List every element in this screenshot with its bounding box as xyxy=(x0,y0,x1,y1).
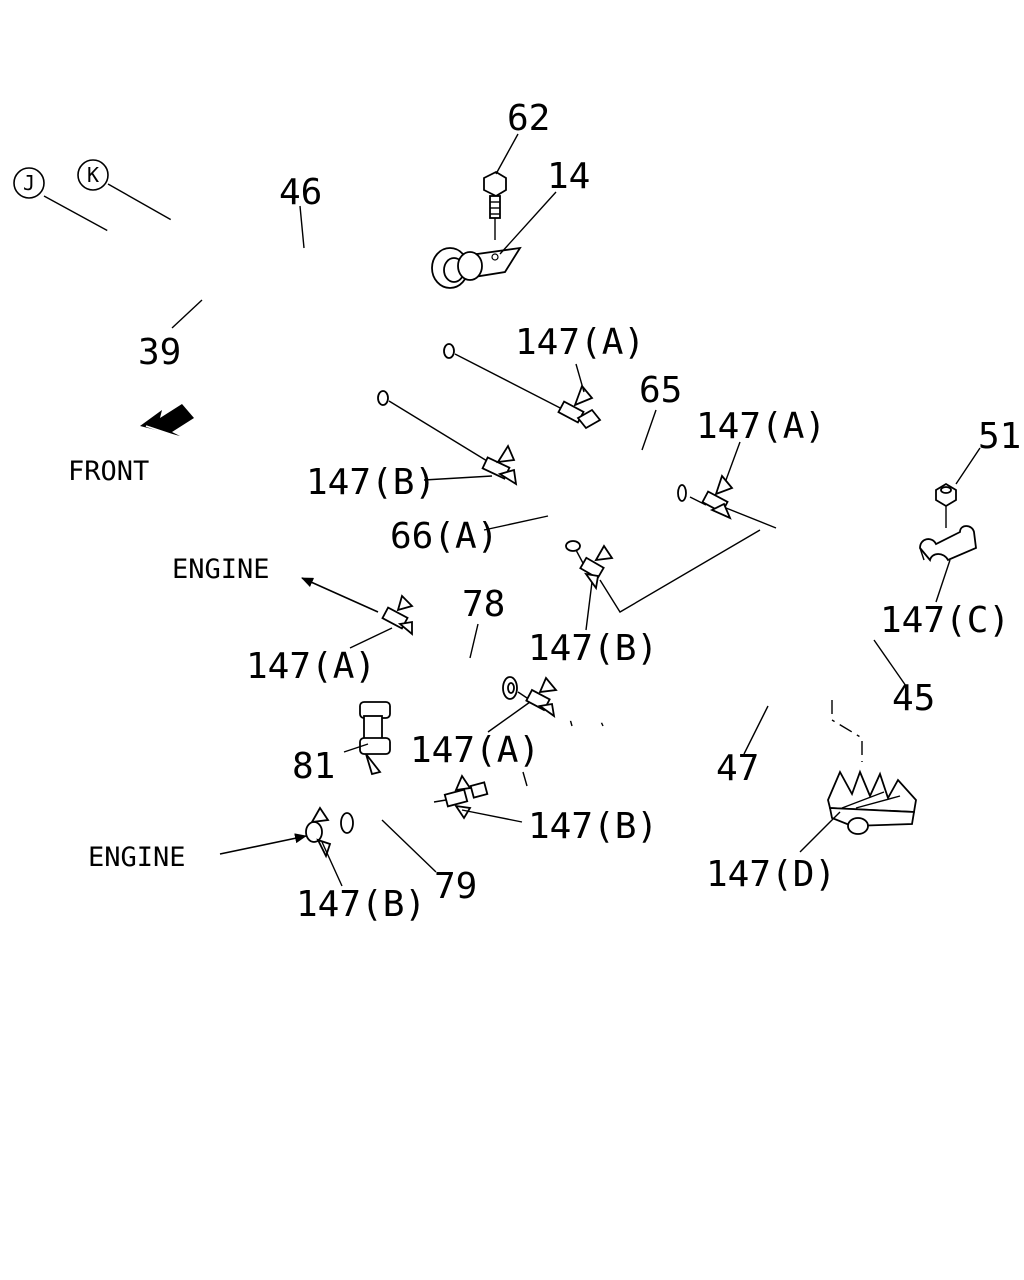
label-147a-4: 147(A) xyxy=(410,730,540,771)
label-81: 81 xyxy=(292,746,335,787)
clip-147b-upper xyxy=(481,444,518,486)
engine-lower-label: ENGINE xyxy=(88,842,186,873)
hose-79 xyxy=(340,794,436,834)
pipe-46 xyxy=(107,183,569,413)
label-65: 65 xyxy=(639,370,682,411)
label-45: 45 xyxy=(892,678,935,719)
label-51: 51 xyxy=(978,416,1021,457)
connector-k: K xyxy=(77,159,109,191)
connector-j: J xyxy=(13,167,45,199)
hose-65 xyxy=(596,430,688,502)
label-47: 47 xyxy=(716,748,759,789)
bolt-62 xyxy=(483,170,507,240)
label-147c: 147(C) xyxy=(880,600,1010,641)
clip-147d xyxy=(827,769,917,835)
label-79: 79 xyxy=(434,866,477,907)
clip-147a-upper xyxy=(557,384,602,430)
leader-lines xyxy=(171,133,981,887)
engine-lower-arrow-icon xyxy=(219,833,307,855)
pipe-45 xyxy=(594,519,875,725)
label-46: 46 xyxy=(279,172,322,213)
label-78: 78 xyxy=(462,584,505,625)
clip-81 xyxy=(359,701,391,776)
label-147b-4: 147(B) xyxy=(296,884,426,925)
pipe-bundle-lower xyxy=(555,685,717,723)
label-147a-2: 147(A) xyxy=(696,406,826,447)
label-147d: 147(D) xyxy=(706,854,836,895)
label-147b-1: 147(B) xyxy=(306,462,436,503)
clip-147a-left xyxy=(381,594,414,636)
leader-147d xyxy=(831,700,863,762)
label-147a-3: 147(A) xyxy=(246,646,376,687)
label-147a-1: 147(A) xyxy=(515,322,645,363)
label-147b-3: 147(B) xyxy=(528,806,658,847)
clip-147a-right xyxy=(689,474,777,529)
label-66a: 66(A) xyxy=(390,516,498,557)
connector-k-label: K xyxy=(87,163,99,187)
pipe-47 xyxy=(480,544,858,798)
hose-78 xyxy=(421,629,519,700)
clip-147a-lower xyxy=(517,676,558,718)
label-62: 62 xyxy=(507,98,550,139)
clip-147b-left xyxy=(305,806,332,859)
label-147b-2: 147(B) xyxy=(528,628,658,669)
label-14: 14 xyxy=(547,156,590,197)
engine-upper-label: ENGINE xyxy=(172,554,270,585)
nut-51 xyxy=(935,482,957,528)
hose-66a xyxy=(513,479,581,554)
clamp-14 xyxy=(431,246,522,289)
pipe-39 xyxy=(43,195,493,465)
clip-147c xyxy=(919,525,977,562)
connector-j-label: J xyxy=(23,171,35,195)
engine-upper-arrow-icon xyxy=(301,577,379,613)
clip-147b-mid xyxy=(575,544,614,591)
front-label: FRONT xyxy=(68,456,149,487)
clip-147b-right xyxy=(433,774,489,820)
front-arrow-icon xyxy=(140,404,194,437)
label-39: 39 xyxy=(138,332,181,373)
leader-147b-bundle xyxy=(599,529,761,613)
